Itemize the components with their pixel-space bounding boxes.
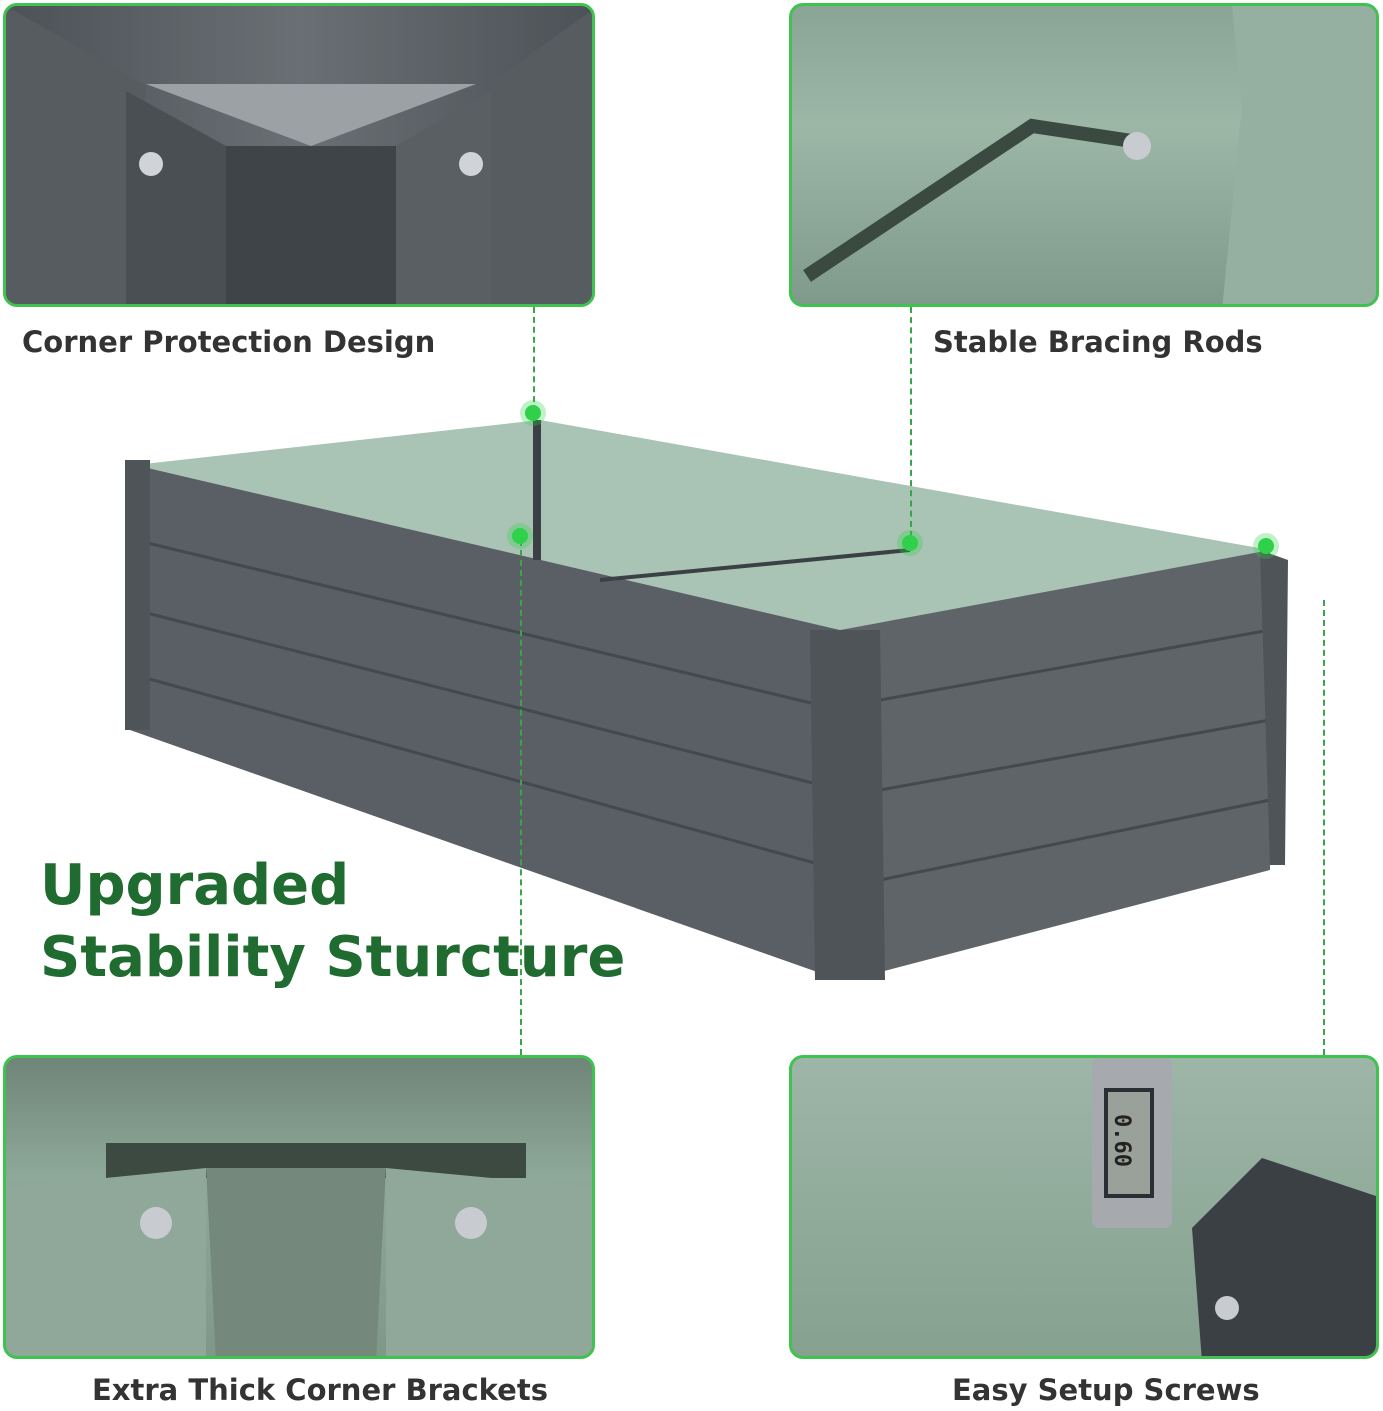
connector-line (1323, 600, 1325, 1055)
setup-screws-photo: 0.60 (789, 1055, 1379, 1359)
caliper-reading: 0.60 (1108, 1114, 1134, 1167)
bracing-rods-photo (789, 3, 1379, 307)
hotspot-dot (902, 535, 918, 551)
corner-protection-photo (3, 3, 595, 307)
raised-garden-bed-illustration (125, 420, 1288, 980)
hotspot-dot (1258, 538, 1274, 554)
corner-brackets-photo (3, 1055, 595, 1359)
headline-line-2: Stability Sturcture (40, 925, 626, 990)
connector-line (520, 540, 522, 1055)
feature-caption: Easy Setup Screws (952, 1373, 1260, 1407)
feature-caption: Stable Bracing Rods (933, 325, 1263, 359)
headline-line-1: Upgraded (40, 853, 350, 918)
hotspot-dot (525, 405, 541, 421)
feature-caption: Corner Protection Design (22, 325, 436, 359)
headline: Upgraded Stability Sturcture (40, 850, 625, 994)
feature-caption: Extra Thick Corner Brackets (92, 1373, 548, 1407)
connector-line (910, 307, 912, 537)
hotspot-dot (512, 528, 528, 544)
connector-line (533, 307, 535, 412)
